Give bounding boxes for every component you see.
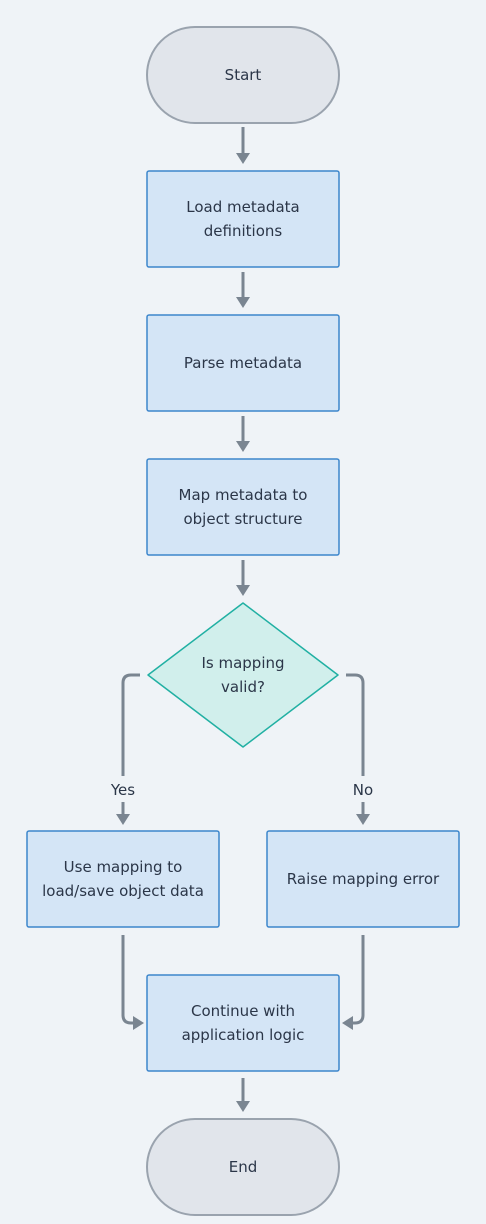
arrow-continue-to-end <box>236 1078 250 1112</box>
use-mapping-label-line-2: load/save object data <box>42 882 204 900</box>
start-label: Start <box>225 66 262 84</box>
start-node: Start <box>146 26 340 124</box>
load-metadata-label-line-2: definitions <box>204 222 283 240</box>
arrow-use-mapping-to-continue <box>121 935 144 1030</box>
load-metadata-label-line-1: Load metadata <box>186 198 299 216</box>
arrow-decision-no <box>346 673 370 825</box>
yes-label: Yes <box>110 781 135 799</box>
continue-label-line-2: application logic <box>182 1026 305 1044</box>
load-metadata-node: Load metadata definitions <box>146 170 340 268</box>
arrow-raise-error-to-continue <box>342 935 365 1030</box>
map-metadata-node: Map metadata to object structure <box>146 458 340 556</box>
end-label: End <box>229 1158 258 1176</box>
arrow-load-to-parse <box>236 272 250 308</box>
decision-label-line-2: valid? <box>221 678 265 696</box>
continue-label-line-1: Continue with <box>191 1002 295 1020</box>
raise-error-label: Raise mapping error <box>287 870 440 888</box>
decision-label-line-1: Is mapping <box>201 654 284 672</box>
use-mapping-node: Use mapping to load/save object data <box>26 830 220 928</box>
decision-node: Is mapping valid? <box>147 602 339 748</box>
raise-error-node: Raise mapping error <box>266 830 460 928</box>
arrow-decision-yes <box>116 673 140 825</box>
parse-metadata-label: Parse metadata <box>184 354 302 372</box>
map-metadata-label-line-1: Map metadata to <box>179 486 308 504</box>
use-mapping-label-line-1: Use mapping to <box>64 858 183 876</box>
map-metadata-label-line-2: object structure <box>183 510 302 528</box>
arrow-map-to-decision <box>236 560 250 596</box>
parse-metadata-node: Parse metadata <box>146 314 340 412</box>
no-label: No <box>353 781 373 799</box>
arrow-parse-to-map <box>236 416 250 452</box>
connectors <box>116 127 370 1112</box>
continue-node: Continue with application logic <box>146 974 340 1072</box>
end-node: End <box>146 1118 340 1216</box>
arrow-start-to-load <box>236 127 250 164</box>
